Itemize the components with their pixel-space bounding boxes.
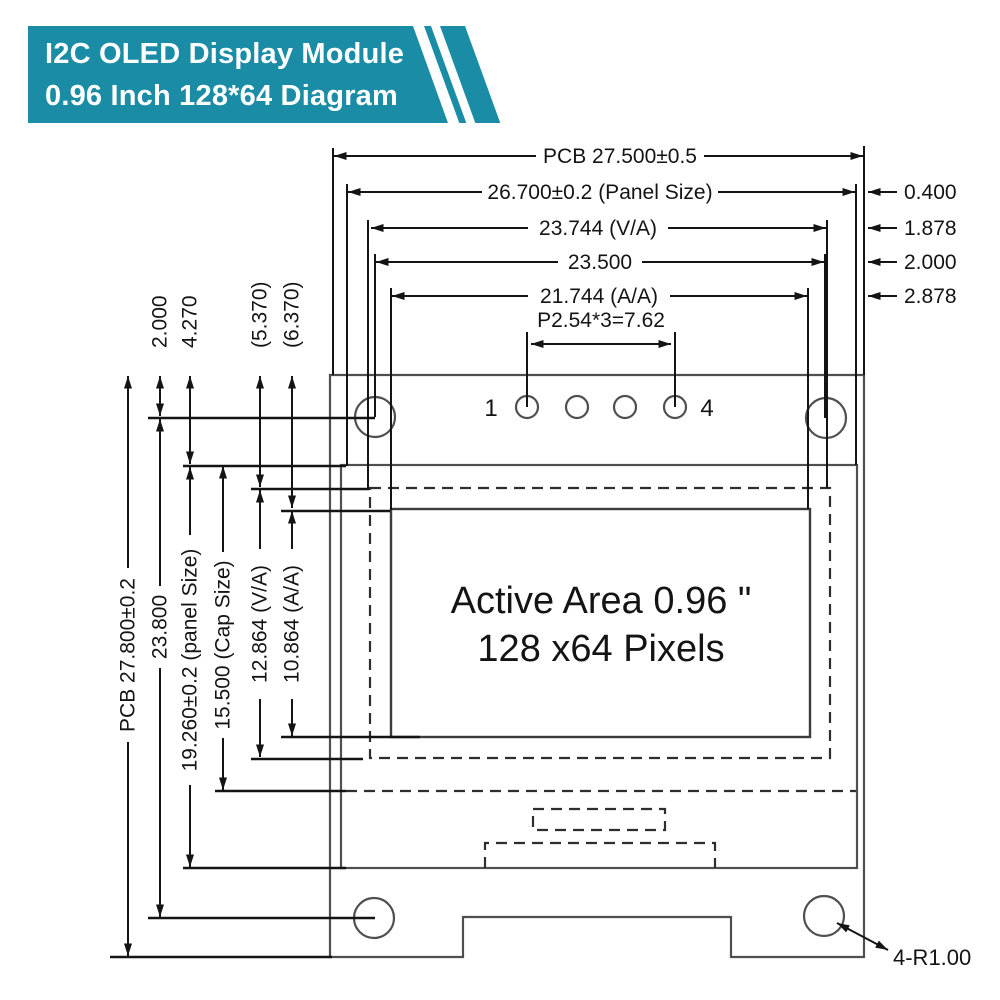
dim-pcb-height: PCB 27.800±0.2: [117, 578, 140, 732]
dim-hole-spacing-width: 23.500: [568, 251, 632, 274]
dim-right-1878: 1.878: [904, 217, 957, 240]
banner-background: [28, 26, 448, 123]
active-area-label-line1: Active Area 0.96 ": [451, 580, 752, 622]
visible-area-dashed-outline: [368, 486, 832, 760]
dimension-labels: PCB 27.500±0.5 26.700±0.2 (Panel Size) 2…: [117, 145, 972, 970]
dimension-lines: [124, 152, 897, 956]
dim-right-2878: 2.878: [904, 285, 957, 308]
extension-lines: [110, 146, 865, 959]
corner-radius-label: 4-R1.00: [893, 945, 971, 970]
dim-right-2000: 2.000: [904, 251, 957, 274]
title-banner: I2C OLED Display Module 0.96 Inch 128*64…: [28, 26, 508, 123]
connector-dashed-outline-small: [531, 807, 667, 832]
dim-hole-spacing-height: 23.800: [149, 595, 172, 659]
active-area-label-line2: 128 x64 Pixels: [477, 628, 724, 670]
dim-right-0400: 0.400: [904, 181, 957, 204]
pcb-outline: [328, 373, 866, 959]
dim-panel-height: 19.260±0.2 (panel Size): [179, 549, 202, 772]
pin-pitch-label: P2.54*3=7.62: [537, 309, 665, 332]
dim-panel-width: 26.700±0.2 (Panel Size): [487, 181, 712, 204]
dim-panel-offset-top: 4.270: [179, 295, 202, 348]
active-area-outline: [389, 507, 812, 739]
dim-pcb-width: PCB 27.500±0.5: [543, 145, 697, 168]
dim-hole-offset-top: 2.000: [149, 295, 172, 348]
dim-va-height: 12.864 (V/A): [249, 565, 272, 683]
dim-va-offset-top: (5.370): [249, 281, 272, 348]
pin-4-label: 4: [700, 395, 713, 422]
mounting-hole-bottom-right: [802, 894, 846, 938]
banner-text: I2C OLED Display Module 0.96 Inch 128*64…: [45, 33, 404, 117]
panel-glass-outline: [339, 463, 859, 870]
dim-va-width: 23.744 (V/A): [539, 217, 657, 240]
connector-dashed-outline-large: [483, 841, 717, 868]
banner-title-line2: 0.96 Inch 128*64 Diagram: [45, 80, 398, 112]
pin-1-label: 1: [484, 395, 497, 422]
dim-aa-width: 21.744 (A/A): [540, 285, 658, 308]
dim-aa-height: 10.864 (A/A): [281, 565, 304, 683]
module-outlines: [328, 373, 866, 959]
dim-aa-offset-top: (6.370): [281, 281, 304, 348]
dim-cap-height: 15.500 (Cap Size): [212, 560, 235, 729]
pin-hole-2: [564, 394, 590, 420]
banner-title-line1: I2C OLED Display Module: [45, 38, 405, 70]
pin-hole-3: [612, 394, 638, 420]
